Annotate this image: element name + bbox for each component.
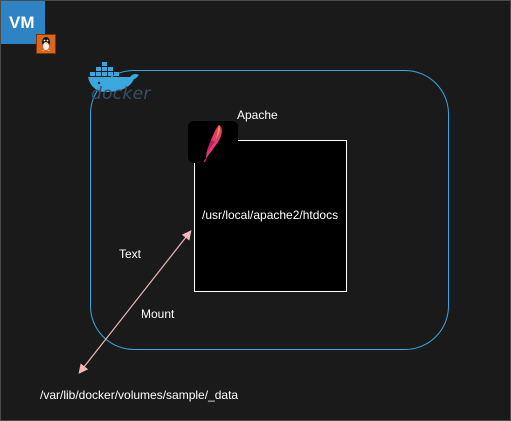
- mount-label: Mount: [141, 307, 175, 321]
- htdocs-directory-box: [194, 140, 347, 292]
- docker-wordmark: docker: [91, 84, 151, 104]
- apache-label: Apache: [237, 108, 278, 122]
- htdocs-path-label: /usr/local/apache2/htdocs: [202, 208, 339, 222]
- linux-tux-icon: [36, 34, 56, 54]
- host-volume-path-label: /var/lib/docker/volumes/sample/_data: [40, 388, 239, 402]
- docker-whale-icon: [88, 62, 139, 92]
- apache-feather-icon: [188, 121, 238, 163]
- connector-text-label: Text: [119, 247, 142, 261]
- docker-container-boundary: [90, 70, 449, 350]
